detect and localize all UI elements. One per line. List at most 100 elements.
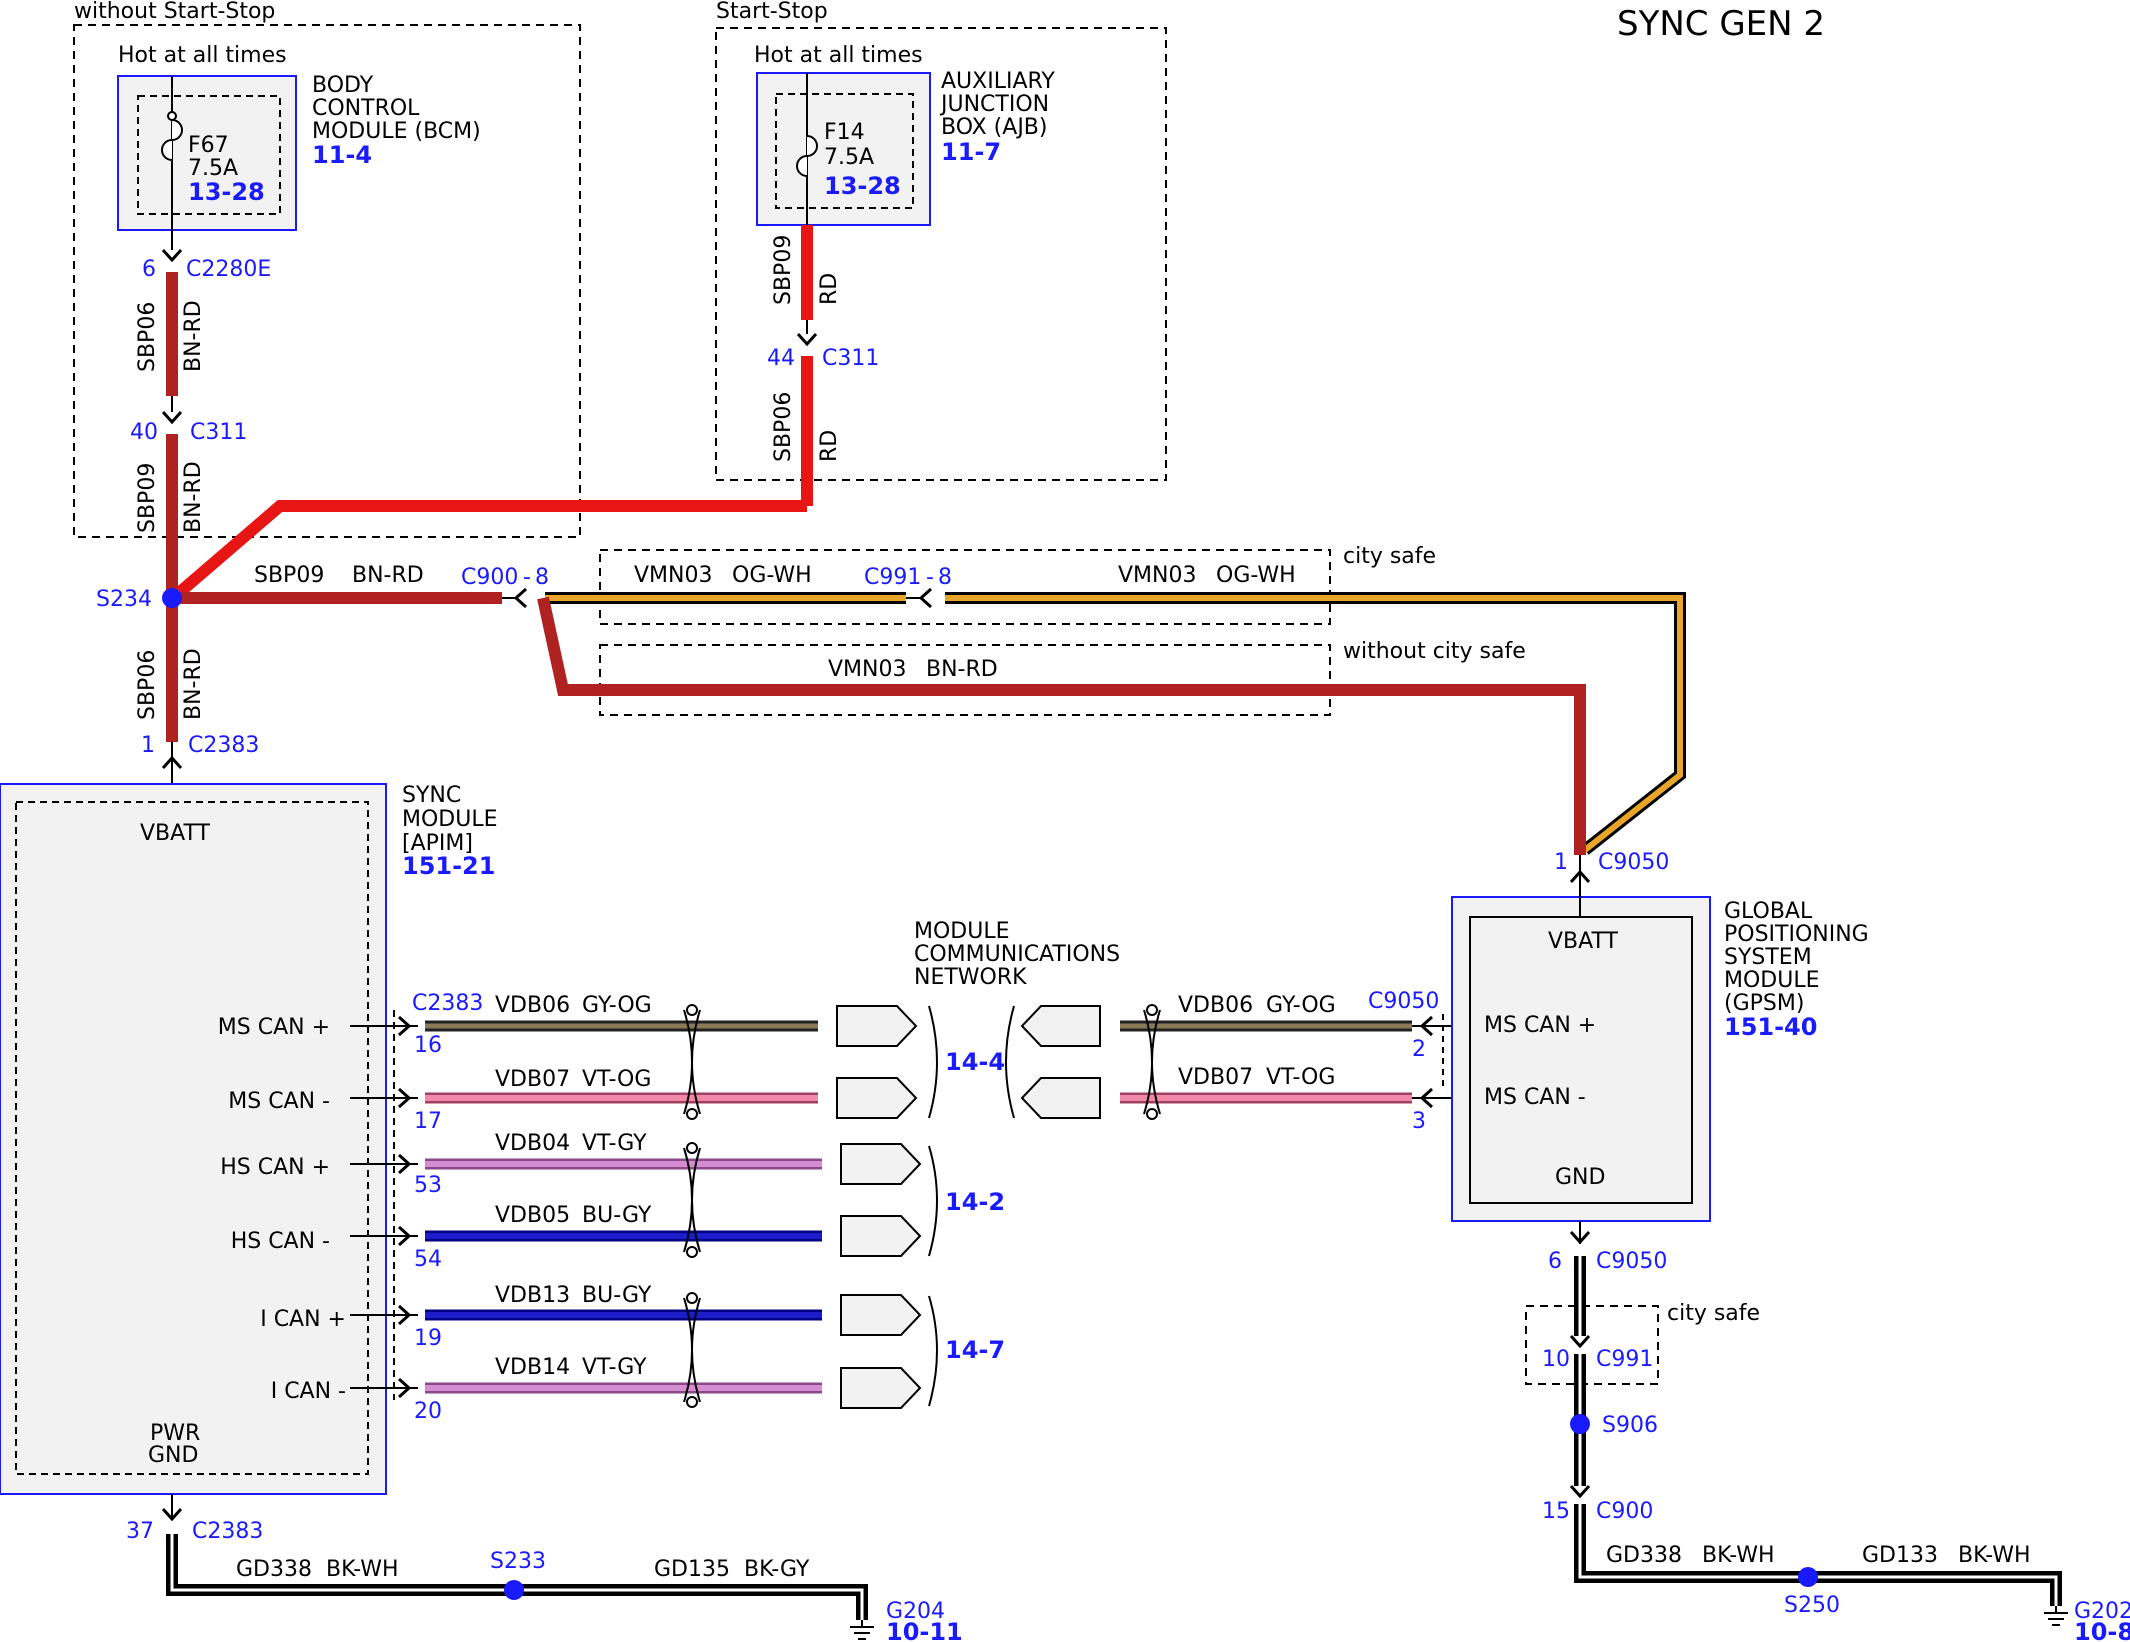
wire-city-right-circuit: VMN03 <box>1118 563 1196 588</box>
network-ref-14-4: 14-4 <box>945 1048 1005 1076</box>
wire-gnd-left-a-circuit: GD338 <box>236 1557 312 1582</box>
sync-pin-number: 54 <box>414 1247 442 1272</box>
wire-s234-down-color: BN-RD <box>181 648 206 720</box>
pin-c900-top: 8 <box>535 565 549 590</box>
sync-pin-row: MS CAN - 17 VDB07 VT-OG <box>228 1067 818 1134</box>
network-connector-icon <box>836 1005 918 1047</box>
gpsm-pin-label: MS CAN + <box>1484 1013 1596 1038</box>
region-label-without-city-safe: without city safe <box>1343 639 1526 664</box>
sync-module: VBATT PWR GND SYNC MODULE [APIM] 151-21 … <box>0 783 498 1495</box>
connector-c900-top: C900 <box>461 565 518 590</box>
pin-c9050-top: 1 <box>1554 850 1568 875</box>
wire-c311-circuit: SBP09 <box>135 463 160 533</box>
wire-gnd-right-a-color: BK-WH <box>1702 1543 1775 1568</box>
network-name-3: NETWORK <box>914 965 1027 990</box>
sync-pin-number: 53 <box>414 1173 442 1198</box>
network-connector-icon <box>840 1294 922 1336</box>
pin-c900-bot: 15 <box>1542 1499 1570 1524</box>
network-connector-icon <box>836 1077 918 1119</box>
connector-c900-dash: - <box>523 565 531 590</box>
ajb-fuse-id: F14 <box>824 120 865 145</box>
wire-ajb-color: RD <box>817 273 842 305</box>
bcm-fuse-id: F67 <box>188 133 229 158</box>
wire-gnd-left-b-circuit: GD135 <box>654 1557 730 1582</box>
connector-arrow-icon <box>161 410 183 424</box>
ground-wires <box>161 1221 2068 1640</box>
connector-arrow-icon <box>1569 1484 1591 1498</box>
sync-vbatt-label: VBATT <box>140 821 211 846</box>
connector-c311-right: C311 <box>822 346 879 371</box>
connector-c2280e: C2280E <box>186 257 271 282</box>
fuse-icon <box>796 135 818 177</box>
connector-arrow-icon <box>161 248 183 262</box>
connector-c9050-can: C9050 <box>1368 989 1439 1014</box>
gpsm-name-5: (GPSM) <box>1724 991 1804 1016</box>
sync-ref: 151-21 <box>402 852 495 880</box>
wire-c311-color: BN-RD <box>181 461 206 533</box>
wire-gnd-right-b-color: BK-WH <box>1958 1543 2031 1568</box>
pin-c2280e: 6 <box>142 257 156 282</box>
sync-name-3: [APIM] <box>402 831 473 856</box>
sync-pin-number: 16 <box>414 1033 442 1058</box>
ground-g204-icon <box>850 1626 874 1640</box>
network-name-2: COMMUNICATIONS <box>914 942 1120 967</box>
network-ref-14-7: 14-7 <box>945 1336 1005 1364</box>
sync-pin-label: MS CAN + <box>218 1015 330 1040</box>
power-wires <box>161 225 1686 896</box>
sync-pin-row: HS CAN + 53 VDB04 VT-GY <box>220 1131 822 1198</box>
wire-city-right-color: OG-WH <box>1216 563 1296 588</box>
wire-gnd-left-b-color: BK-GY <box>744 1557 810 1582</box>
sync-pin-row: I CAN + 19 VDB13 BU-GY <box>260 1283 822 1351</box>
network-connector-icon <box>840 1367 922 1409</box>
sync-pin-number: 17 <box>414 1109 442 1134</box>
sync-pin-number: 19 <box>414 1326 442 1351</box>
connector-arrow-icon <box>1569 1334 1591 1348</box>
gpsm-wire-circuit: VDB06 <box>1178 993 1253 1018</box>
connector-c2383-bot: C2383 <box>192 1519 263 1544</box>
splice-s906 <box>1570 1414 1590 1434</box>
pin-c2383-bot: 37 <box>126 1519 154 1544</box>
wire-bcm-circuit: SBP06 <box>135 302 160 372</box>
gpsm-name-1: GLOBAL <box>1724 899 1813 924</box>
connector-arrow-icon <box>514 587 528 609</box>
gpsm-pin-label: MS CAN - <box>1484 1085 1586 1110</box>
region-label-city-safe-bottom: city safe <box>1667 1301 1760 1326</box>
ajb-name-2: JUNCTION <box>939 92 1049 117</box>
ajb-name-1: AUXILIARY <box>941 69 1055 94</box>
network-connector-icon <box>1020 1077 1101 1119</box>
sync-pin-circuit: VDB05 <box>495 1203 570 1228</box>
connector-c9050-top: C9050 <box>1598 850 1669 875</box>
bcm-name-2: CONTROL <box>312 96 420 121</box>
network-name-1: MODULE <box>914 919 1010 944</box>
sync-pin-circuit: VDB13 <box>495 1283 570 1308</box>
ground-g202-ref: 10-8 <box>2074 1618 2130 1642</box>
bcm-module: Hot at all times F67 7.5A 13-28 BODY CON… <box>117 43 481 250</box>
fuse-icon <box>161 119 183 161</box>
twisted-pair-marks-left <box>683 1004 701 1408</box>
region-without-city-safe: without city safe <box>599 639 1526 716</box>
sync-pin-label: HS CAN - <box>231 1229 330 1254</box>
wire-gnd-left-a-color: BK-WH <box>326 1557 399 1582</box>
wire-c311-red-color: RD <box>817 430 842 462</box>
gpsm-name-3: SYSTEM <box>1724 945 1812 970</box>
sync-pin-row: MS CAN + 16 VDB06 GY-OG <box>218 993 818 1058</box>
connector-c991-bot: C991 <box>1596 1347 1653 1372</box>
splice-label-s234: S234 <box>96 587 152 612</box>
region-label-city-safe: city safe <box>1343 544 1436 569</box>
pin-c991-bot: 10 <box>1542 1347 1570 1372</box>
wire-gnd-right-a-circuit: GD338 <box>1606 1543 1682 1568</box>
gpsm-ref: 151-40 <box>1724 1013 1817 1041</box>
gpsm-vbatt-label: VBATT <box>1548 929 1619 954</box>
region-city-safe-bottom: city safe <box>1525 1301 1760 1385</box>
sync-pin-color: BU-GY <box>582 1203 652 1228</box>
sync-pwr-label: PWR <box>150 1421 200 1446</box>
bcm-hot-label: Hot at all times <box>118 43 287 68</box>
gpsm-pin-number: 2 <box>1412 1037 1426 1062</box>
module-communications-network: MODULE COMMUNICATIONS NETWORK 14-4 14-2 … <box>914 919 1120 1364</box>
ground-labels: 37 C2383 GD338 BK-WH S233 GD135 BK-GY G2… <box>126 1249 2130 1642</box>
region-start-stop: Start-Stop <box>715 0 1167 481</box>
splice-label-s233: S233 <box>490 1549 546 1574</box>
diagram-title: SYNC GEN 2 <box>1617 4 1825 44</box>
bcm-fuse-terminal-icon <box>167 111 177 121</box>
gpsm-name-4: MODULE <box>1724 968 1820 993</box>
